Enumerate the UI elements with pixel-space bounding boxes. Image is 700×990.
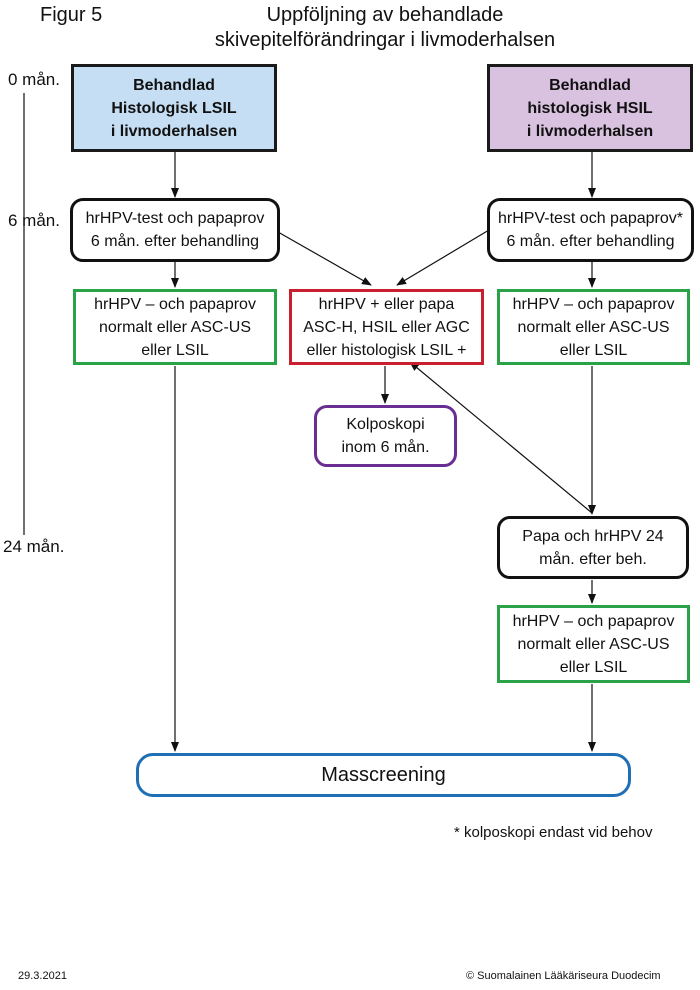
- hsil-header-box: Behandlad histologisk HSIL i livmoderhal…: [487, 64, 693, 152]
- footnote: * kolposkopi endast vid behov: [454, 824, 653, 841]
- positive-middle-box: hrHPV + eller papa ASC-H, HSIL eller AGC…: [289, 289, 484, 365]
- footer-copyright: © Suomalainen Lääkäriseura Duodecim: [466, 970, 661, 982]
- figure-label: Figur 5: [40, 4, 103, 26]
- footer-date: 29.3.2021: [18, 970, 67, 982]
- test-right-box: hrHPV-test och papaprov* 6 mån. efter be…: [487, 198, 694, 262]
- normal-left-box: hrHPV – och papaprov normalt eller ASC-U…: [73, 289, 277, 365]
- test-left-box: hrHPV-test och papaprov 6 mån. efter beh…: [70, 198, 280, 262]
- normal-right-box: hrHPV – och papaprov normalt eller ASC-U…: [497, 289, 690, 365]
- timeline-label-24: 24 mån.: [3, 537, 65, 556]
- title-line-1: Uppföljning av behandlade: [266, 4, 504, 26]
- arrow-test-right-to-positive: [396, 229, 490, 286]
- diagram-title: Uppföljning av behandlade skivepitelförä…: [150, 3, 620, 53]
- title-line-2: skivepitelförändringar i livmoderhalsen: [214, 29, 556, 51]
- timeline-label-0: 0 mån.: [8, 70, 60, 89]
- arrow-test-left-to-positive: [277, 231, 372, 286]
- screening-box: Masscreening: [136, 753, 631, 797]
- colposcopy-box: Kolposkopi inom 6 mån.: [314, 405, 457, 467]
- test-24-box: Papa och hrHPV 24 mån. efter beh.: [497, 516, 689, 579]
- lsil-header-box: Behandlad Histologisk LSIL i livmoderhal…: [71, 64, 277, 152]
- timeline-label-6: 6 mån.: [8, 211, 60, 230]
- normal-24-box: hrHPV – och papaprov normalt eller ASC-U…: [497, 605, 690, 683]
- arrow-test24-to-positive: [409, 361, 593, 514]
